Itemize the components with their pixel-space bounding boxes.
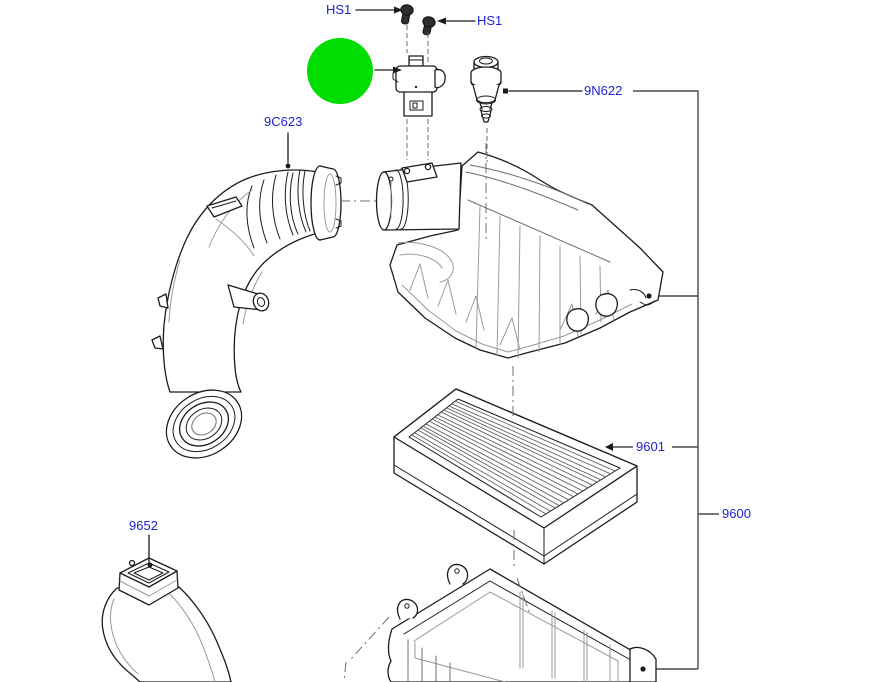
callout-label-9c623[interactable]: 9C623	[264, 114, 303, 129]
callout-label-9600[interactable]: 9600	[722, 506, 751, 521]
maf-sensor-drawing	[392, 55, 446, 117]
callout-label-9652[interactable]: 9652	[129, 518, 158, 533]
callout-label-9601[interactable]: 9601	[636, 439, 665, 454]
screw-hs1-left-drawing	[400, 4, 414, 25]
screw-hs1-right-drawing	[422, 16, 436, 36]
outlet-tube-drawing	[375, 162, 462, 231]
callout-label-hs1-left[interactable]: HS1	[326, 2, 352, 17]
air-filter-drawing	[393, 388, 638, 565]
air-cleaner-cover-drawing	[389, 151, 664, 359]
inlet-duct-drawing	[101, 557, 232, 682]
callout-label-hs1-right[interactable]: HS1	[477, 13, 503, 28]
center-lines	[340, 25, 531, 682]
highlight-circle[interactable]	[307, 38, 373, 104]
valve-9n622-drawing	[470, 55, 502, 123]
intake-hose-drawing	[151, 165, 342, 459]
lower-housing-drawing	[387, 563, 657, 682]
callout-label-9n622[interactable]: 9N622	[584, 83, 623, 98]
leader-lines	[147, 6, 652, 672]
bracket-lines	[613, 90, 719, 670]
